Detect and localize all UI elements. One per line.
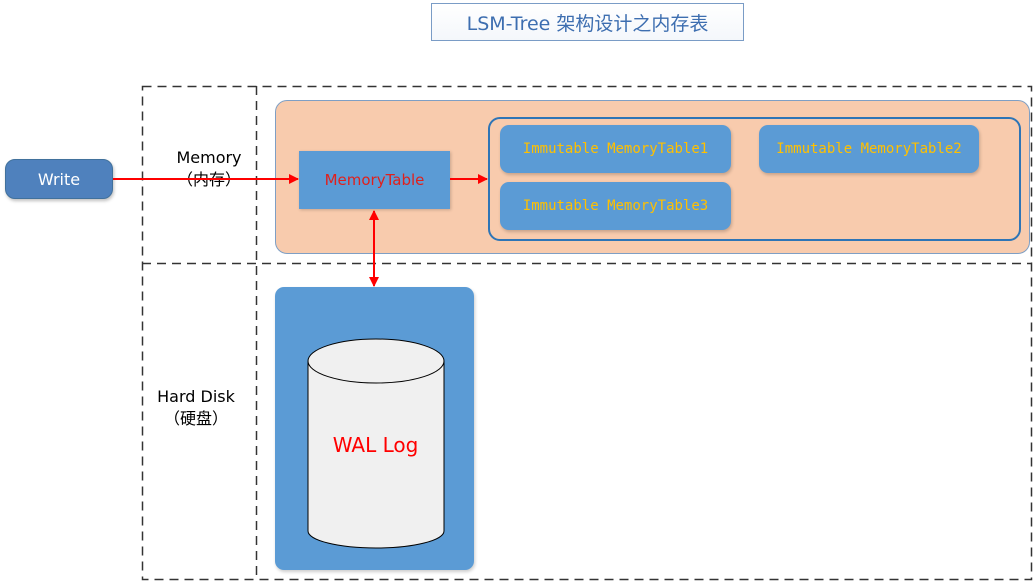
memory-table-box[interactable]: MemoryTable [299, 151, 450, 209]
memory-label-en: Memory [176, 148, 242, 167]
disk-label-zh: （硬盘） [163, 409, 228, 428]
diagram-title: LSM-Tree 架构设计之内存表 [431, 3, 744, 41]
disk-row-label: Hard Disk （硬盘） [146, 386, 246, 430]
wal-cylinder-icon [307, 338, 445, 549]
write-button[interactable]: Write [5, 159, 113, 199]
immutable-table-2[interactable]: Immutable MemoryTable2 [759, 125, 979, 173]
immutable-table-1[interactable]: Immutable MemoryTable1 [500, 125, 731, 173]
disk-label-en: Hard Disk [157, 387, 235, 406]
wal-log-label: WAL Log [332, 433, 419, 457]
immutable-table-3[interactable]: Immutable MemoryTable3 [500, 182, 731, 230]
immutable-tables-group [488, 117, 1021, 241]
